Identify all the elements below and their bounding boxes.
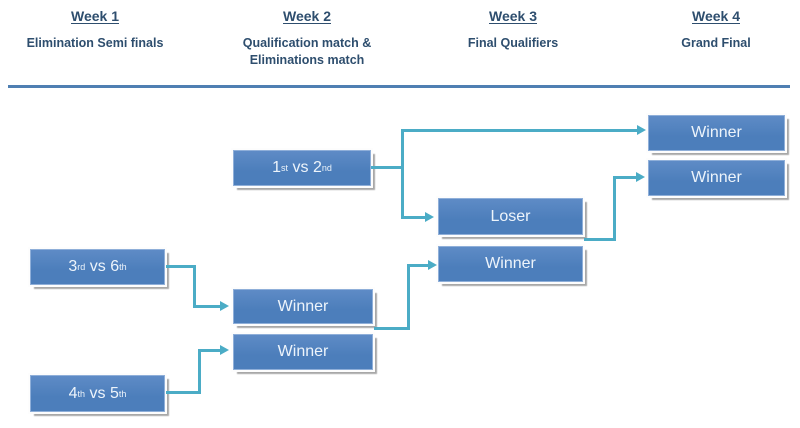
vs-label: vs [85,258,111,275]
connector-4v5-stub [166,391,201,394]
week3-loser-box: Loser [438,198,583,235]
seed-a: 4 [68,384,78,402]
connector-4v5-vertical [198,349,201,394]
connector-week2-vertical [407,264,410,330]
connector-week2-to-week3 [407,264,428,267]
arrowhead-week3-loser [425,212,434,222]
arrowhead-week2-winner1 [220,301,229,311]
arrowhead-week4-winner1 [637,125,646,135]
header-divider-line [8,85,790,88]
week4-winner-box-1: Winner [648,115,785,151]
seed-a: 3 [68,258,78,275]
seed-a: 1 [272,159,282,176]
connector-1v2-split-vertical [401,129,404,219]
header-week-3: Week 3 Final Qualifiers [428,8,598,52]
week2-winner-box-1: Winner [233,289,373,324]
connector-3v6-vertical [193,265,196,308]
seed-b: 6 [110,258,120,275]
header-week-2: Week 2 Qualification match & Elimination… [222,8,392,69]
week4-winner-box-2: Winner [648,160,785,196]
arrowhead-week3-winner [428,260,437,270]
arrowhead-week4-winner2 [636,172,645,182]
vs-label: vs [85,384,110,402]
week-2-subtitle: Qualification match & Eliminations match [242,36,372,67]
connector-winner-to-grandfinal [401,129,637,132]
week-3-title: Week 3 [489,8,537,24]
connector-week3-to-week4 [613,176,636,179]
header-week-1: Week 1 Elimination Semi finals [10,8,180,52]
seed-b: 5 [109,384,119,402]
connector-1v2-stub [371,166,404,169]
connector-3v6-to-winner [193,305,220,308]
week3-winner-box: Winner [438,246,583,282]
connector-week3-stub [584,238,616,241]
connector-week3-vertical [613,176,616,241]
vs-label: vs [288,159,313,176]
seed-b: 2 [312,159,322,176]
week-4-title: Week 4 [692,8,740,24]
connector-loser-drop [401,216,425,219]
week-1-title: Week 1 [71,8,119,24]
header-week-4: Week 4 Grand Final [631,8,800,52]
week-4-subtitle: Grand Final [681,36,751,50]
week2-winner-box-2: Winner [233,334,373,370]
week-3-subtitle: Final Qualifiers [467,36,559,50]
week-1-subtitle: Elimination Semi finals [26,36,164,50]
connector-week2-stub [374,327,410,330]
connector-3v6-stub [166,265,196,268]
arrowhead-week2-winner2 [220,345,229,355]
week-2-title: Week 2 [283,8,331,24]
connector-4v5-to-winner [198,349,220,352]
